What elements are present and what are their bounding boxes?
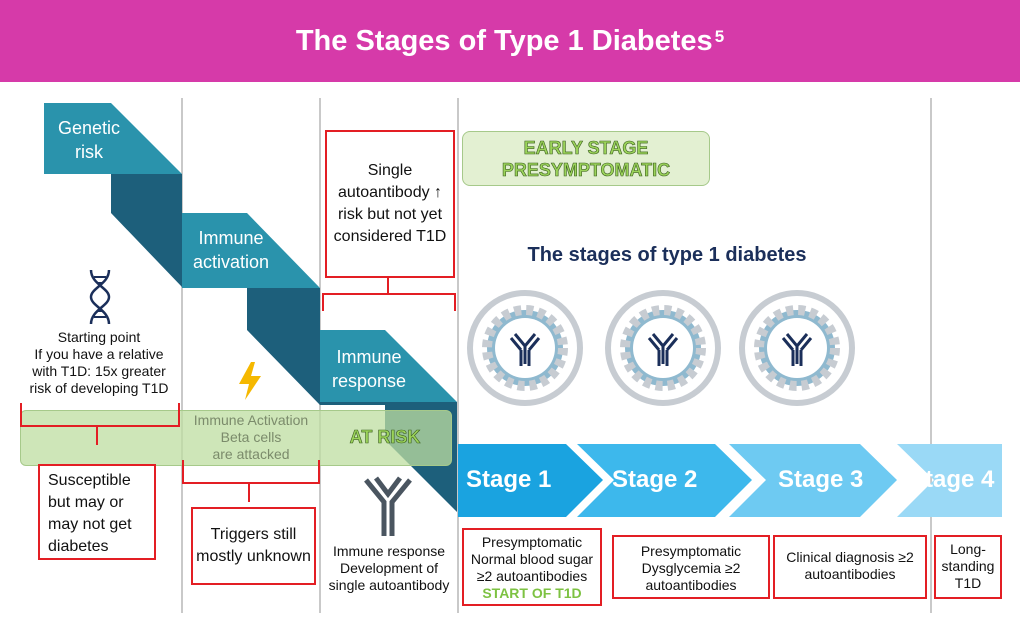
- divider-3: [457, 98, 459, 613]
- single-autoantibody-box: Single autoantibody ↑ risk but not yet c…: [325, 130, 455, 278]
- stage-2-arrow: [540, 444, 752, 517]
- stage-1-box: Presymptomatic Normal blood sugar ≥2 aut…: [462, 528, 602, 606]
- stage-3-arrow: [692, 444, 897, 517]
- stage-1-arrow: [458, 444, 603, 517]
- stair-immune-activation: Immune activation: [192, 228, 270, 272]
- stage-3-box: Clinical diagnosis ≥2 autoantibodies: [773, 535, 927, 599]
- divider-1: [181, 98, 183, 613]
- immune-activation-note-line3: are attacked: [212, 446, 290, 462]
- early-stage-line2: PRESYMPTOMATIC: [501, 160, 671, 181]
- antibody-gear-icons: [467, 290, 855, 406]
- dna-icon: [89, 269, 111, 325]
- antibody-gear-icon-1: [467, 290, 583, 406]
- starting-point-text: If you have a relative with T1D: 15x gre…: [29, 346, 169, 396]
- page-title: The Stages of Type 1 Diabetes: [295, 24, 713, 57]
- lightning-icon: [239, 362, 261, 400]
- starting-point-title: Starting point: [57, 329, 141, 345]
- title-footnote: 5: [714, 27, 725, 46]
- early-stage-box: EARLY STAGE PRESYMPTOMATIC: [462, 131, 710, 186]
- at-risk-band: [20, 410, 452, 466]
- stages-subtitle: The stages of type 1 diabetes: [527, 244, 807, 266]
- triggers-box: Triggers still mostly unknown: [191, 507, 316, 585]
- stage-2-label: Stage 2: [612, 466, 698, 493]
- stage-4-description: Long-standing T1D: [941, 541, 995, 591]
- start-of-t1d-label: START OF T1D: [482, 585, 582, 601]
- triggers-bracket-notch: [248, 484, 250, 502]
- at-risk-label: AT RISK: [349, 427, 421, 448]
- stage-2-box: Presymptomatic Dysglycemia ≥2 autoantibo…: [612, 535, 770, 599]
- susceptible-bracket: [20, 403, 180, 427]
- antibody-icon: [364, 476, 412, 536]
- stage-1-description: Presymptomatic Normal blood sugar ≥2 aut…: [470, 534, 594, 584]
- stair-genetic-risk: Genetic risk: [57, 118, 121, 162]
- immune-response-caption: Immune response Development of single au…: [328, 543, 450, 593]
- stage-3-label: Stage 3: [778, 466, 864, 493]
- immune-activation-note-line2: Beta cells: [220, 429, 282, 445]
- susceptible-box: Susceptible but may or may not get diabe…: [38, 464, 156, 560]
- antibody-gear-icon-3: [739, 290, 855, 406]
- early-stage-line1: EARLY STAGE: [523, 138, 649, 159]
- stage-4-box: Long-standing T1D: [934, 535, 1002, 599]
- immune-activation-note: Immune Activation Beta cells are attacke…: [182, 412, 320, 463]
- stage-4-label: Stage 4: [909, 466, 995, 493]
- stage-3-description: Clinical diagnosis ≥2 autoantibodies: [786, 549, 914, 582]
- immune-activation-note-line1: Immune Activation: [193, 412, 309, 428]
- stage-4-arrow: [860, 444, 1002, 517]
- stage-2-description: Presymptomatic Dysglycemia ≥2 autoantibo…: [640, 543, 742, 593]
- antibody-gear-icon-2: [605, 290, 721, 406]
- susceptible-bracket-notch: [96, 427, 98, 445]
- triggers-bracket: [182, 460, 320, 484]
- divider-4: [930, 98, 932, 613]
- autoantibody-bracket-notch: [387, 277, 389, 295]
- autoantibody-bracket: [322, 293, 456, 311]
- stair-immune-response: Immune response: [331, 347, 407, 391]
- stage-1-label: Stage 1: [466, 466, 552, 493]
